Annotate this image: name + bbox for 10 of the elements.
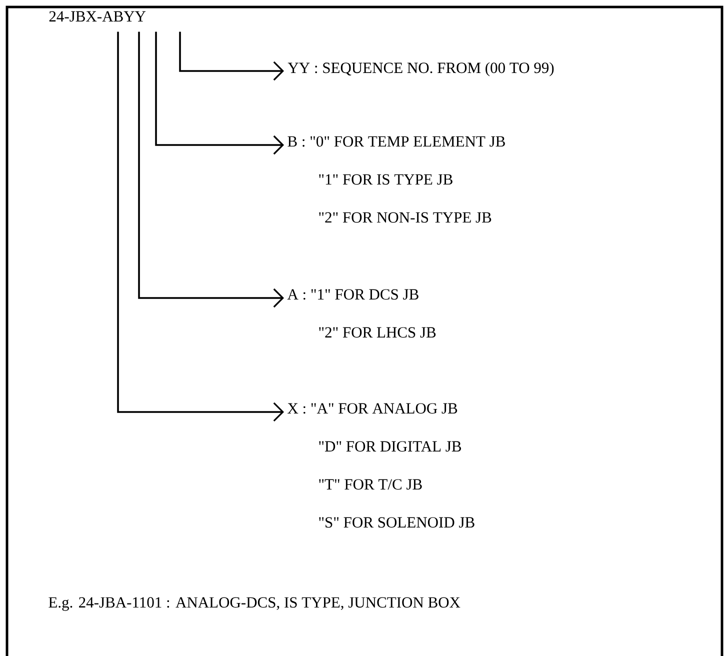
description-text: X : "A" FOR ANALOG JB "D" FOR DIGITAL JB "T" FOR T/C JB "S" FOR SOLENOID JB <box>288 403 474 528</box>
arrow <box>179 32 284 81</box>
description-text: YY : SEQUENCE NO. FROM (00 TO 99) <box>288 62 554 76</box>
description-text: A : "1" FOR DCS JB "2" FOR LHCS JB <box>287 289 436 338</box>
code-text: 24-JBX-ABYY <box>49 11 146 22</box>
example-note: E.g. 24-JBA-1101 : ANALOG-DCS, IS TYPE, JUNCTION BOX <box>48 597 460 611</box>
arrow <box>155 32 284 155</box>
arrow <box>138 32 284 308</box>
arrow <box>117 32 284 422</box>
description-text: B : "0" FOR TEMP ELEMENT JB "1" FOR IS TYPE JB "2" FOR NON-IS TYPE JB <box>288 136 505 223</box>
